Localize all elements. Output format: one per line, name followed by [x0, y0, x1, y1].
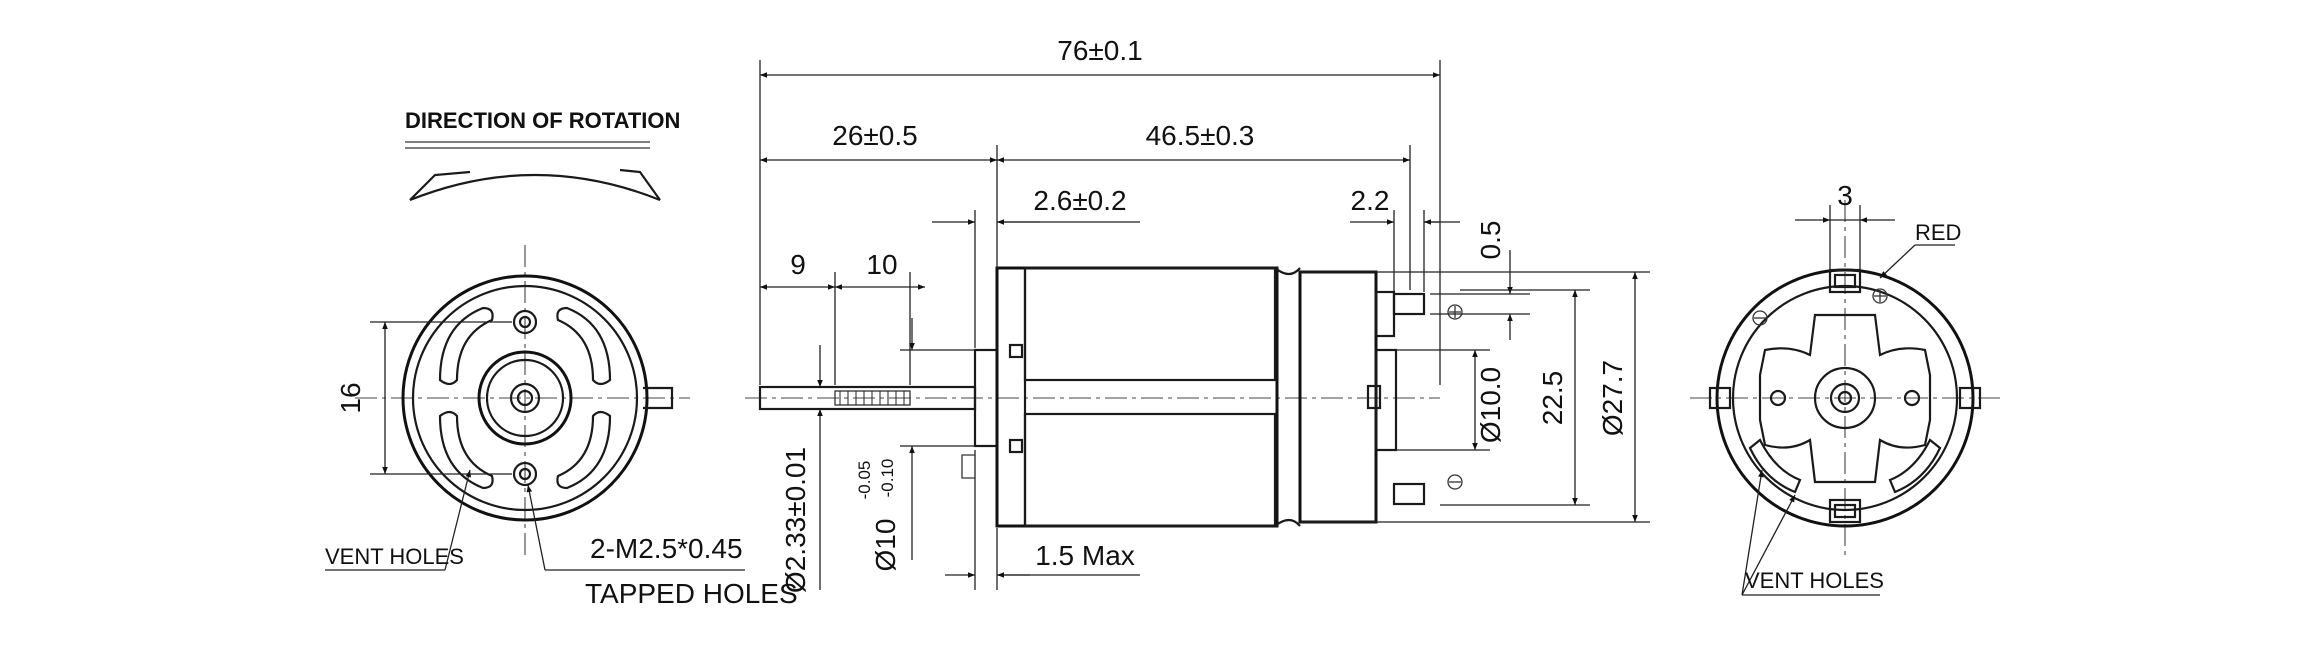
tapped-label-1: 2-M2.5*0.45 [590, 533, 743, 564]
dim-0-5-label: 0.5 [1475, 221, 1506, 260]
rear-polarity-plus [1872, 288, 1888, 304]
rear-terminal-top [1828, 268, 1862, 294]
dim-terminal-diameter: Ø10.0 [1396, 349, 1506, 451]
rear-terminal-bottom [1828, 498, 1862, 524]
dim-16-label: 16 [335, 382, 366, 413]
rear-tab-left [1708, 386, 1732, 410]
body-crimp-top [1274, 267, 1301, 276]
rear-terminal-top-inner [1833, 273, 1857, 289]
dim-1-5-max: 1.5 Max [945, 450, 1140, 590]
rotation-arrow [409, 168, 661, 202]
dim-boss-tol-lower: -0.10 [878, 459, 897, 498]
terminal-top [1392, 292, 1426, 316]
tapped-label-2: TAPPED HOLES [585, 578, 798, 609]
rear-view: 3 RED VENT HOLES [1690, 180, 2000, 596]
rear-bearing-ring [1829, 382, 1861, 414]
end-cap-boss [1374, 348, 1398, 452]
front-outer-body [401, 274, 649, 522]
front-notch [643, 386, 674, 410]
dim-0-5: 0.5 [1430, 221, 1530, 340]
front-shaft [516, 389, 534, 407]
dim-10-label: 10 [866, 249, 897, 280]
rear-vent-leader: VENT HOLES [1741, 469, 1884, 596]
rear-hub [1813, 366, 1877, 430]
red-label: RED [1915, 220, 1961, 245]
polarity-minus [1447, 474, 1463, 490]
body-tab-top [1008, 343, 1024, 359]
dim-16: 16 [335, 321, 512, 475]
rear-vent-label: VENT HOLES [1745, 568, 1884, 593]
front-vent-label: VENT HOLES [325, 544, 464, 569]
dim-27-7: Ø27.7 [1300, 271, 1650, 523]
end-cap-step-top [1374, 290, 1396, 338]
tapped-leader: 2-M2.5*0.45 TAPPED HOLES [526, 484, 798, 609]
dim-1-5-max-label: 1.5 Max [1035, 540, 1135, 571]
shaft-knurl [834, 390, 911, 406]
tapped-hole-bottom [512, 461, 538, 487]
tapped-hole-bottom-core [518, 467, 532, 481]
dim-total-label: 76±0.1 [1057, 35, 1142, 66]
rear-vent-slot-right [1888, 438, 1942, 494]
dim-shaft-label: 26±0.5 [832, 120, 917, 151]
terminal-bottom [1392, 482, 1426, 506]
front-vent-leader: VENT HOLES [325, 469, 472, 571]
front-inner-body [411, 284, 639, 512]
dim-22-5-label: 22.5 [1537, 371, 1568, 426]
side-view: 76±0.1 26±0.5 46.5±0.3 2.6±0.2 [745, 35, 1650, 593]
motor-body [995, 266, 1279, 528]
dim-body-label: 46.5±0.3 [1146, 120, 1255, 151]
dim-shaft-length: 26±0.5 [760, 120, 998, 268]
dim-boss-dia-label: Ø10 [870, 519, 901, 572]
rear-hole-left [1769, 389, 1787, 407]
dim-2-2-label: 2.2 [1351, 185, 1390, 216]
rear-hole-right [1903, 389, 1921, 407]
dim-shaft-diameter: Ø2.33±0.01 [780, 345, 823, 593]
dim-boss-label: 2.6±0.2 [1033, 185, 1126, 216]
rotation-title: DIRECTION OF ROTATION [405, 108, 680, 133]
polarity-plus [1447, 304, 1463, 320]
boss-detail [961, 454, 975, 479]
rear-dim-3: 3 [1795, 180, 1895, 270]
rear-brush-holder [1758, 313, 1932, 484]
front-boss-inner [485, 358, 565, 438]
rear-polarity-minus [1752, 310, 1768, 326]
dim-total: 76±0.1 [759, 35, 1441, 385]
dim-9-label: 9 [790, 249, 806, 280]
tapped-hole-top-core [518, 315, 532, 329]
front-view: DIRECTION OF ROTATION [325, 108, 798, 609]
dim-9-10: 9 10 [760, 249, 925, 385]
rear-dim-3-label: 3 [1837, 180, 1853, 211]
body-crimp-bottom [1274, 518, 1301, 527]
end-cap [1298, 270, 1378, 524]
dim-boss-diameter: Ø10 -0.05 -0.10 [855, 318, 975, 571]
rear-bearing [1366, 384, 1382, 410]
body-lower-band [1023, 412, 1277, 528]
dim-2-2: 2.2 [1350, 185, 1460, 292]
dim-terminal-dia-label: Ø10.0 [1475, 367, 1506, 443]
front-vent-slots [438, 306, 612, 490]
dim-shaft-dia-label: Ø2.33±0.01 [780, 447, 811, 593]
dim-boss-tol-upper: -0.05 [855, 461, 874, 500]
dim-body-length: 46.5±0.3 [997, 120, 1411, 290]
body-upper-band [1023, 266, 1277, 382]
front-shaft-ring [509, 382, 541, 414]
front-boss-outer [477, 350, 573, 446]
rear-terminal-bottom-inner [1833, 503, 1857, 519]
tapped-hole-top [512, 309, 538, 335]
dim-27-7-label: Ø27.7 [1597, 360, 1628, 436]
red-leader: RED [1879, 220, 1961, 279]
body-tab-bottom [1008, 438, 1024, 454]
rear-tab-right [1958, 386, 1982, 410]
rear-vent-slot-left [1748, 438, 1802, 494]
dim-boss-length: 2.6±0.2 [932, 185, 1140, 348]
dim-22-5: 22.5 [1440, 289, 1590, 506]
rear-shaft-end [1837, 390, 1853, 406]
